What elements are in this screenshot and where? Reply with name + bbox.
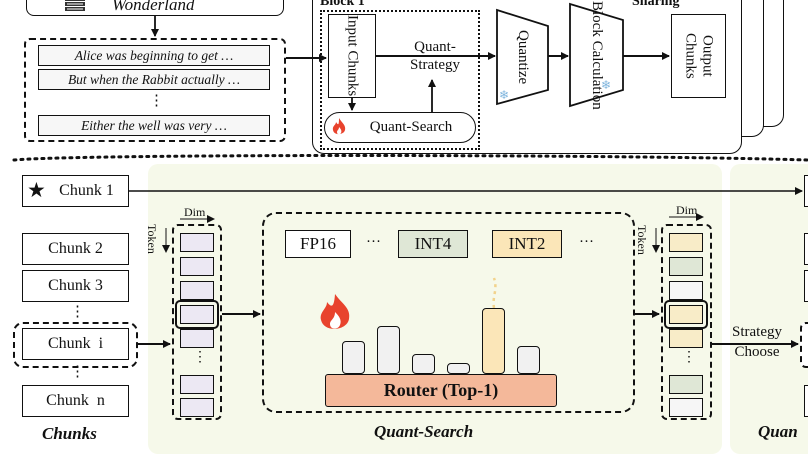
chunk-ellipsis-2: ⋮	[70, 364, 85, 380]
chunk-1: Chunk 1	[22, 175, 129, 207]
sentence-3: Either the well was very …	[38, 115, 270, 136]
sharing-label: Sharing	[632, 0, 680, 9]
quantize-label: Quantize	[515, 29, 531, 85]
flame-icon	[316, 293, 354, 333]
token-cell	[669, 398, 703, 417]
block-inner-dotted	[320, 10, 480, 150]
dim-label-left: Dim	[184, 205, 206, 219]
grid-ellipsis-right: ⋮	[682, 350, 696, 365]
chunk-ellipsis-1: ⋮	[70, 304, 85, 320]
chunk-i: Chunk i	[22, 328, 129, 360]
corpus-title: Wonderland	[112, 0, 195, 14]
quant-strategy-label: Quant-Strategy	[410, 39, 460, 73]
block-label: Block 1	[320, 0, 365, 9]
output-partial-1	[804, 175, 808, 207]
output-partial-i	[800, 322, 808, 368]
token-cell	[669, 281, 703, 300]
output-partial-n	[804, 385, 808, 417]
token-cell	[180, 329, 214, 348]
token-cell	[669, 257, 703, 276]
quant-search-box	[262, 212, 635, 413]
sentences-container	[24, 38, 286, 142]
chunk-3: Chunk 3	[22, 270, 129, 302]
chunk-2: Chunk 2	[22, 233, 129, 265]
token-label-right: Token	[635, 225, 649, 255]
dim-label-right: Dim	[676, 203, 698, 217]
chunk-i-highlight	[13, 322, 138, 368]
token-cell	[180, 257, 214, 276]
router-bar	[377, 326, 400, 374]
input-chunks-box: Input Chunks	[328, 14, 376, 98]
snowflake-icon-1: ❄	[499, 88, 510, 102]
token-label-left: Token	[145, 224, 159, 254]
book-icon	[64, 0, 86, 11]
sentence-2: But when the Rabbit actually …	[38, 69, 270, 90]
router-bar	[412, 354, 435, 374]
token-cell-selected	[669, 305, 703, 324]
format-fp16: FP16	[285, 230, 351, 258]
sentence-1: Alice was beginning to get …	[38, 45, 270, 66]
format-int2: INT2	[492, 230, 562, 258]
token-cell	[669, 329, 703, 348]
grid-ellipsis-left: ⋮	[193, 350, 207, 365]
token-cell	[180, 281, 214, 300]
format-ellipsis-1: ···	[366, 234, 381, 250]
sentence-ellipsis: ⋮	[149, 93, 164, 109]
block-calculation-label: Block Calculation	[589, 0, 605, 110]
router-bar	[517, 346, 540, 374]
flame-icon-small	[330, 117, 348, 137]
token-cell	[669, 375, 703, 394]
chunk-n: Chunk n	[22, 385, 129, 417]
router-box: Router (Top-1)	[325, 374, 557, 407]
output-chunks-box: Output Chunks	[671, 14, 726, 98]
strategy-choose-label: Strategy Choose	[732, 324, 782, 360]
output-partial-2	[804, 233, 808, 265]
format-int4: INT4	[398, 230, 468, 258]
router-bar-selected	[482, 308, 505, 374]
token-cell-selected	[180, 305, 214, 324]
corpus-title-box	[26, 0, 284, 16]
token-grid-left	[172, 224, 222, 420]
token-grid-right	[661, 224, 712, 420]
token-cell	[180, 233, 214, 252]
router-bar	[342, 341, 365, 374]
quant-search-caption: Quant-Search	[374, 422, 474, 441]
quant-search-pill: Quant-Search	[324, 112, 476, 143]
quant-caption-partial: Quan	[758, 422, 798, 441]
token-cell-selected-outline-right	[664, 300, 708, 329]
token-cell	[180, 398, 214, 417]
star-icon: ★	[27, 178, 46, 202]
router-bar	[447, 363, 470, 374]
token-cell	[669, 233, 703, 252]
token-cell	[180, 375, 214, 394]
token-cell-selected-outline	[175, 300, 219, 329]
chunks-caption: Chunks	[42, 424, 97, 443]
right-panel-partial	[730, 164, 808, 454]
snowflake-icon-2: ❄	[601, 78, 612, 92]
format-ellipsis-2: ···	[579, 234, 594, 250]
output-partial-3	[804, 270, 808, 302]
